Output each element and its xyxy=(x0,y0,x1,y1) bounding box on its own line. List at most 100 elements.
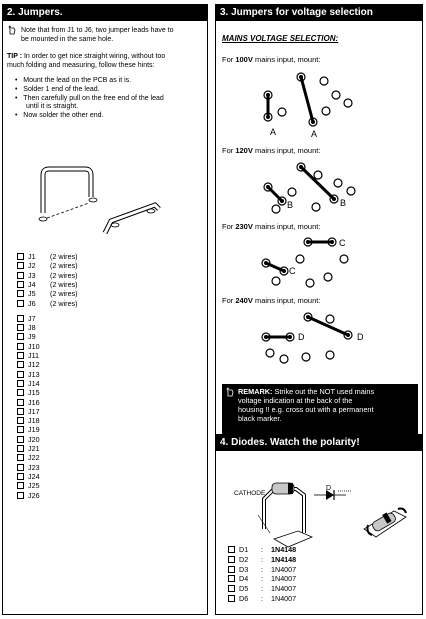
checkbox-icon[interactable] xyxy=(228,585,235,593)
checkbox-icon[interactable] xyxy=(17,389,24,397)
jumper-row: J8 xyxy=(17,323,50,332)
pointing-hand-icon xyxy=(8,25,16,35)
config-230v-tag-1: C xyxy=(339,238,346,248)
checkbox-icon[interactable] xyxy=(228,546,235,553)
checkbox-icon[interactable] xyxy=(17,342,24,350)
jumper-wire-count: (2 wires) xyxy=(50,298,78,308)
checkbox-icon[interactable] xyxy=(17,262,24,270)
remark-line-3: housing !! e.g. cross out with a permane… xyxy=(238,405,374,414)
jumper-id: J16 xyxy=(28,397,40,407)
checkbox-icon[interactable] xyxy=(17,280,24,288)
mains-subtitle: MAINS VOLTAGE SELECTION: xyxy=(222,34,339,43)
diodes-header: 4. Diodes. Watch the polarity! xyxy=(216,435,422,451)
jumper-row: J19 xyxy=(17,425,50,434)
jumper-row: J25 xyxy=(17,481,50,490)
note-line-1: Note that from J1 to J6, two jumper lead… xyxy=(21,27,174,34)
config-120v-voltage: 120V xyxy=(235,146,253,155)
jumper-row: J9 xyxy=(17,332,50,341)
checkbox-icon[interactable] xyxy=(17,435,24,443)
remark-label: REMARK: xyxy=(238,387,273,396)
diode-id: D5 xyxy=(239,584,249,594)
checkbox-icon[interactable] xyxy=(228,595,235,602)
checkbox-icon[interactable] xyxy=(17,314,24,322)
checkbox-icon[interactable] xyxy=(228,575,235,583)
jumper-row: J1(2 wires) xyxy=(17,252,78,261)
checkbox-icon[interactable] xyxy=(17,253,24,260)
config-120v-tag-2: B xyxy=(340,198,347,208)
jumper-row: J26 xyxy=(17,491,50,500)
jumper-wire-count: (2 wires) xyxy=(50,252,78,261)
jumper-wire-count: (2 wires) xyxy=(50,261,78,271)
config-230v-tag-2: C xyxy=(289,266,296,276)
config-230v-diagram xyxy=(261,237,349,288)
diode-id: D6 xyxy=(239,594,249,603)
checkbox-icon[interactable] xyxy=(17,454,24,462)
remark-line-2: voltage indication at the back of the xyxy=(238,396,353,405)
bullet-3-text: Then carefully pull on the free end of t… xyxy=(23,95,164,102)
checkbox-icon[interactable] xyxy=(17,426,24,434)
jumper-row: J2(2 wires) xyxy=(17,261,78,270)
remark-box: REMARK: Strike out the NOT used mains vo… xyxy=(222,384,418,436)
checkbox-icon[interactable] xyxy=(17,482,24,490)
config-240v-suffix: mains input, mount: xyxy=(252,296,321,305)
checkbox-icon[interactable] xyxy=(17,445,24,452)
checkbox-icon[interactable] xyxy=(17,463,24,471)
jumper-wire-count: (2 wires) xyxy=(50,270,78,280)
checkbox-icon[interactable] xyxy=(17,417,24,425)
jumper-id: J9 xyxy=(28,332,36,342)
checkbox-icon[interactable] xyxy=(17,271,24,279)
config-230v-suffix: mains input, mount: xyxy=(252,222,321,231)
checkbox-icon[interactable] xyxy=(228,555,235,563)
bullet-3-cont: until it is straight. xyxy=(26,103,79,110)
jumper-row: J21 xyxy=(17,444,50,453)
jumper-id: J19 xyxy=(28,425,40,435)
config-120v-prefix: For xyxy=(222,146,236,155)
diode-row: D2:1N4148 xyxy=(228,555,296,565)
checkbox-icon[interactable] xyxy=(17,324,24,332)
jumper-row: J11 xyxy=(17,351,50,360)
jumpers-header: 2. Jumpers. xyxy=(3,5,207,21)
jumper-id: J23 xyxy=(28,462,40,472)
config-120v-tag-1: B xyxy=(287,200,294,210)
diode-type: 1N4007 xyxy=(271,594,297,603)
config-240v-prefix: For xyxy=(222,296,236,305)
jumpers-panel: 2. Jumpers. Note that from J1 to J6, two… xyxy=(2,4,208,615)
checkbox-icon[interactable] xyxy=(17,472,24,480)
checkbox-icon[interactable] xyxy=(17,361,24,369)
checkbox-icon[interactable] xyxy=(17,299,24,307)
checkbox-icon[interactable] xyxy=(17,491,24,499)
jumper-id: J22 xyxy=(28,453,40,463)
checkbox-icon[interactable] xyxy=(17,333,24,341)
checkbox-icon[interactable] xyxy=(17,370,24,378)
remark-text-1: Strike out the NOT used mains xyxy=(272,387,375,396)
checkbox-icon[interactable] xyxy=(17,407,24,415)
jumper-row: J20 xyxy=(17,435,50,444)
jumper-row: J23 xyxy=(17,463,50,472)
diode-separator: : xyxy=(261,564,263,574)
diode-separator: : xyxy=(261,574,263,584)
checkbox-icon[interactable] xyxy=(17,290,24,298)
checkbox-icon[interactable] xyxy=(228,565,235,573)
config-240v-tag-2: D xyxy=(357,332,364,342)
note-line-2: be mounted in the same hole. xyxy=(21,36,114,43)
config-100v-diagram xyxy=(263,72,353,127)
jumper-row: J6(2 wires) xyxy=(17,299,78,308)
jumper-id: J10 xyxy=(28,341,40,351)
jumper-row: J5(2 wires) xyxy=(17,289,78,298)
checkbox-icon[interactable] xyxy=(17,398,24,406)
jumper-row: J3(2 wires) xyxy=(17,271,78,280)
checkbox-icon[interactable] xyxy=(17,352,24,359)
jumper-row: J15 xyxy=(17,388,50,397)
diode-id: D4 xyxy=(239,574,249,584)
diode-row: D1:1N4148 xyxy=(228,545,296,555)
tip-label: TIP : xyxy=(7,53,23,60)
diode-row: D4:1N4007 xyxy=(228,575,296,584)
remark-line-1: REMARK: Strike out the NOT used mains xyxy=(238,387,414,396)
bullet-2: • Solder 1 end of the lead. xyxy=(15,86,100,93)
jumper-row: J4(2 wires) xyxy=(17,280,78,289)
checkbox-icon[interactable] xyxy=(17,379,24,387)
jumper-row: J17 xyxy=(17,407,50,416)
jumper-row: J7 xyxy=(17,314,50,323)
diode-row: D6:1N4007 xyxy=(228,594,297,604)
